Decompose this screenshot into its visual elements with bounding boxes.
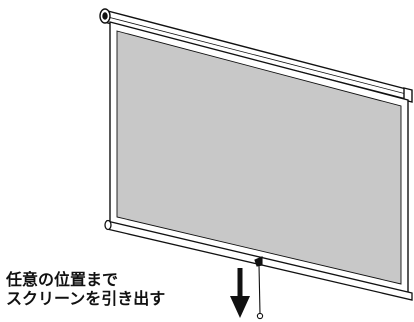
instruction-line-2: スクリーンを引き出す: [6, 289, 166, 308]
instruction-line-1: 任意の位置まで: [6, 270, 119, 289]
housing-right-end: [403, 87, 413, 103]
arrow-down-icon: [230, 268, 250, 318]
screen-housing: [99, 8, 413, 103]
instruction-caption: 任意の位置まで スクリーンを引き出す: [6, 270, 165, 308]
screen-fabric: [109, 21, 409, 296]
pull-cord: [254, 256, 264, 320]
screen-viewing-surface: [116, 30, 402, 285]
